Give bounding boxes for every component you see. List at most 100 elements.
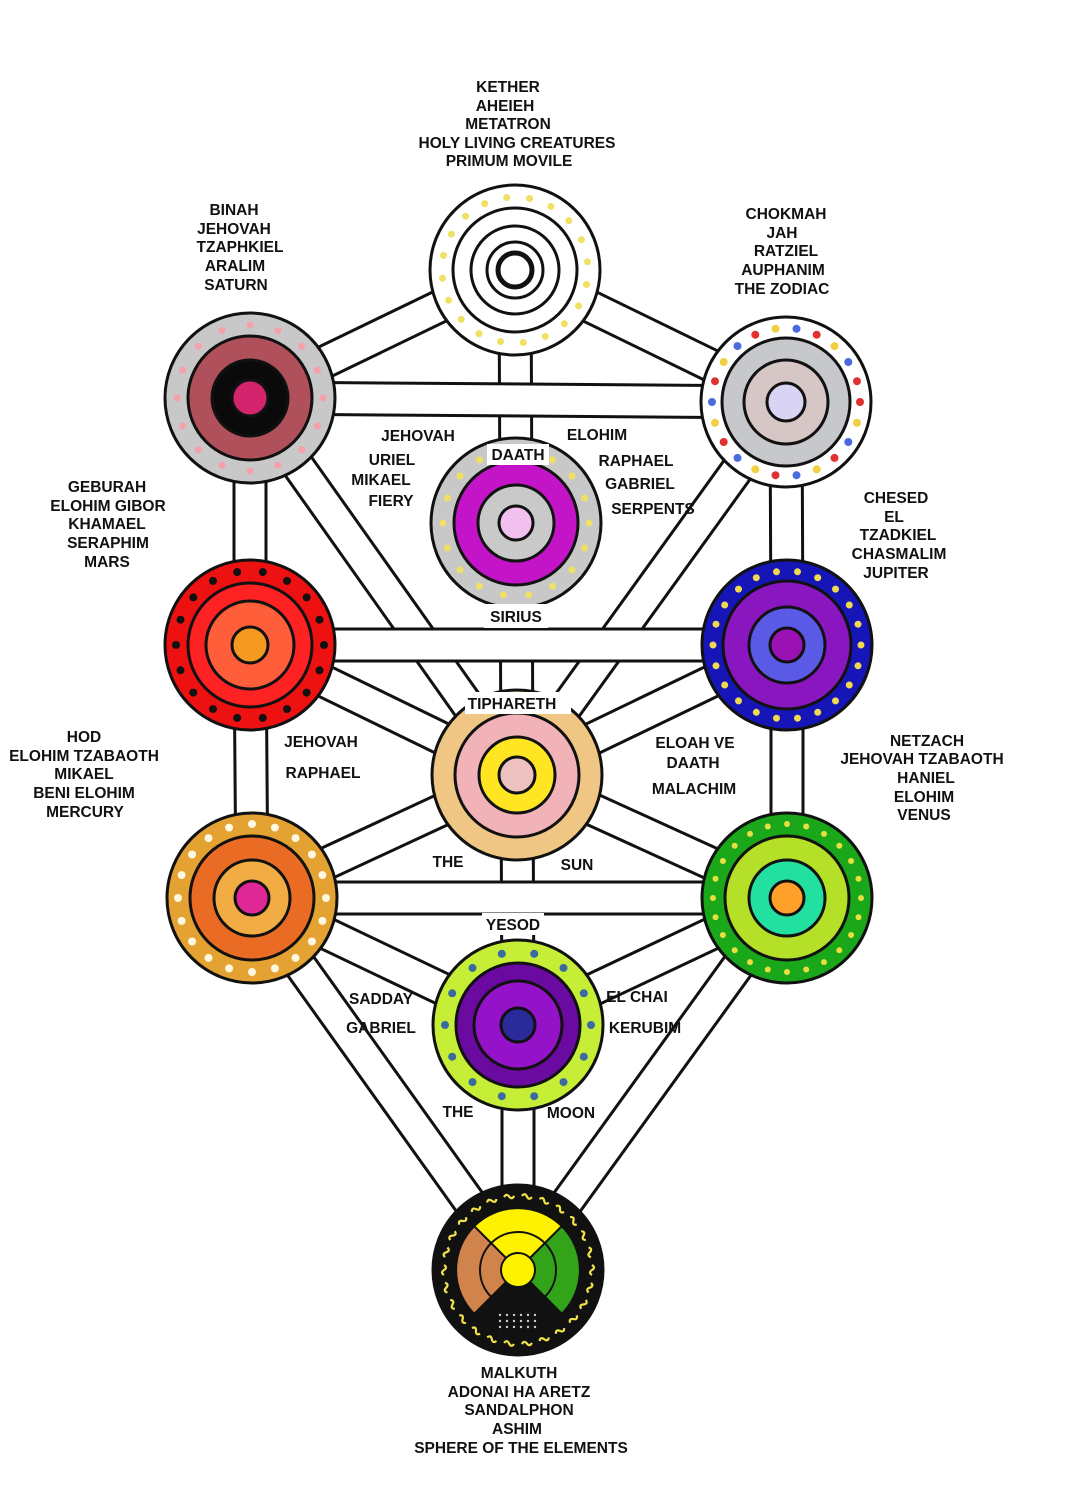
malkuth-squiggle [486,1198,498,1203]
binah-name: BINAH [209,202,258,219]
malkuth-squiggle [503,1340,515,1347]
hod-dot [307,850,316,859]
yesod-dot [497,1092,506,1101]
chokmah-dot [856,398,864,406]
yesod-dot [579,1052,588,1061]
hod-label: HOD ELOHIM TZABAOTH MIKAEL BENI ELOHIM M… [9,729,159,821]
daath-dot [476,456,483,464]
chokmah-dot [771,324,780,333]
chesed-dot [721,601,729,609]
tiphareth-right-name-1: ELOAH VE [655,735,734,752]
yesod-dot [530,949,539,958]
yesod-dot [497,949,506,958]
netzach-dot [712,875,719,882]
daath-star: SIRIUS [490,609,542,626]
malkuth-speck [526,1319,530,1323]
chesed-dot [712,662,720,670]
malkuth-squiggle [459,1314,467,1325]
netzach-dot [855,875,862,882]
kether-dot [519,339,527,346]
netzach-dot [719,858,726,864]
sirius-bg [484,604,548,628]
chokmah-dot [711,377,719,386]
netzach-dot [731,842,738,849]
malkuth-quarter-olive [516,1224,581,1316]
chesed-dot [709,641,717,649]
chokmah-dot [853,418,861,427]
malkuth-squiggle [486,1335,498,1344]
chokmah-dot [812,465,821,474]
malkuth-center [500,1252,536,1288]
chesed-planet: JUPITER [863,565,928,582]
chesed-dot [735,697,742,705]
daath-dot [439,519,447,527]
geburah-dot [315,666,324,675]
geburah-planet: MARS [84,554,130,571]
daath-ring-4 [497,504,535,542]
daath-dot [549,456,556,464]
netzach-dot [855,914,862,921]
kether-dot [526,195,533,202]
chokmah-dot [719,358,728,366]
daath-dot [581,494,589,502]
yesod-dot [468,963,477,972]
netzach-dot [803,823,810,830]
chokmah-dot [733,453,742,462]
malkuth-quarter-citrine [472,1207,564,1272]
malkuth-squiggle [579,1299,588,1310]
spheres-layer [163,183,874,1357]
daath-dot [549,582,556,590]
kether-dot [475,330,483,338]
malkuth-speck [512,1313,516,1317]
chesed-archangel: TZADKIEL [860,527,937,544]
chesed-dot [773,568,780,576]
malkuth-squiggle [588,1264,596,1276]
malkuth-squiggle [581,1230,586,1242]
netzach-archangel: HANIEL [897,770,955,787]
chesed-dot [854,662,862,670]
hod-ring-4 [233,879,271,917]
yesod-moon: MOON [547,1105,595,1122]
sphere-hod [165,811,339,985]
tiphareth-angels: MALACHIM [652,781,736,798]
chokmah-name: CHOKMAH [746,206,827,223]
yesod-title: YESOD [486,917,540,934]
hod-divine-name: ELOHIM TZABAOTH [9,748,159,765]
chokmah-dot [830,342,839,351]
yesod-dot [559,963,568,972]
malkuth-speck [519,1313,523,1317]
chokmah-dot [751,465,760,474]
binah-dot [246,321,254,329]
hod-dot [318,871,327,880]
daath-angel: MIKAEL [351,472,410,489]
geburah-dot [233,713,242,722]
yesod-title-bg [482,913,544,935]
kether-dot [577,236,585,244]
netzach-angels: ELOHIM [894,789,954,806]
daath-dot [499,591,507,599]
malkuth-inner-ring [479,1231,557,1309]
daath-dot [525,591,533,599]
geburah-dot [258,713,267,722]
malkuth-speck [505,1313,509,1317]
netzach-ring-4 [768,879,806,917]
chesed-divine-name: EL [884,509,904,526]
kether-dot [575,302,583,310]
daath-right-order: SERPENTS [611,501,695,518]
chokmah-planet: THE ZODIAC [735,281,830,298]
malkuth-speck [533,1313,537,1317]
malkuth-speck [498,1313,502,1317]
kether-divine-name: AHEIEH [476,98,535,115]
daath-divine-name: JEHOVAH [381,428,455,445]
kether-ring-5 [495,250,535,290]
hod-dot [174,894,182,902]
chesed-name: CHESED [864,490,929,507]
malkuth-squiggle [471,1326,481,1336]
kether-dot [503,194,511,201]
binah-dot [274,327,282,335]
kether-dot [481,200,489,208]
geburah-divine-name: ELOHIM GIBOR [50,498,165,515]
chesed-label: CHESED EL TZADKIEL CHASMALIM JUPITER [852,490,947,582]
hod-dot [318,916,327,925]
malkuth-speck [533,1325,537,1329]
